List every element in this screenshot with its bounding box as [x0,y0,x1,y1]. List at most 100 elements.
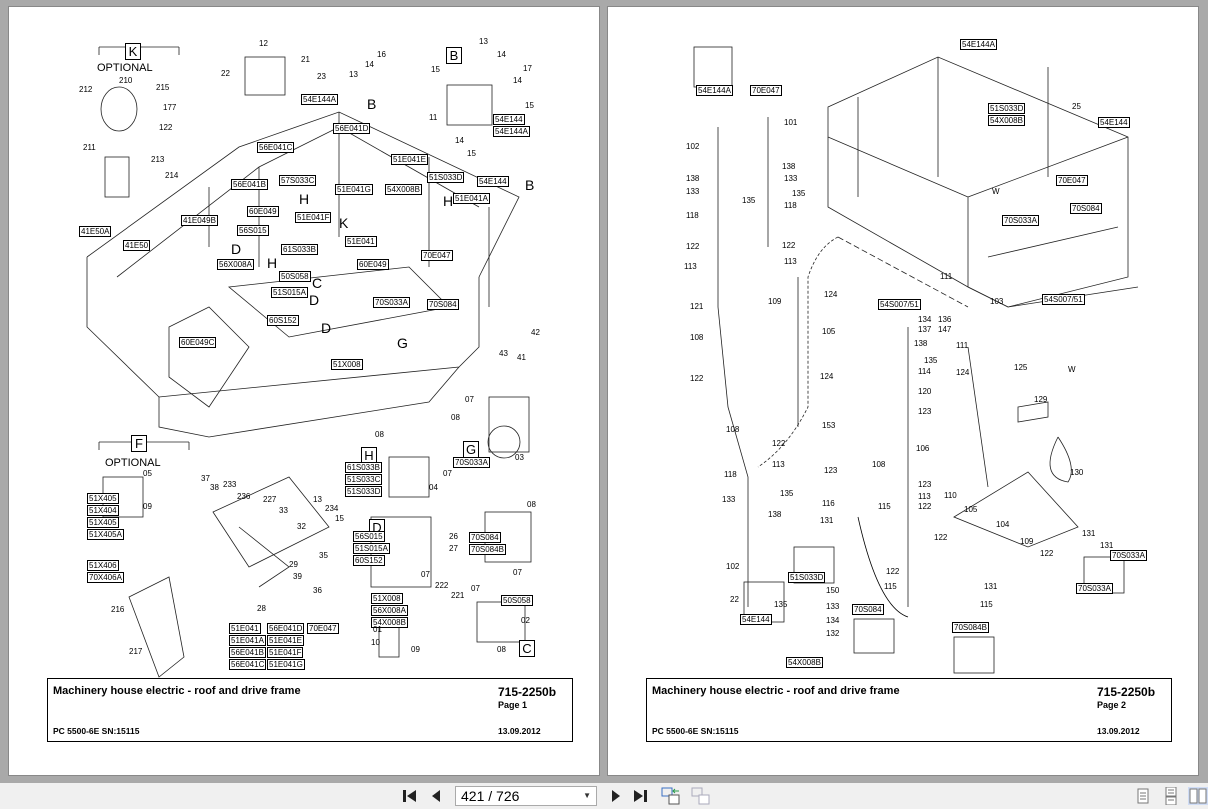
component-code-label: 70S084B [952,622,989,633]
component-code-label: 56E041D [267,623,305,634]
machine-model: PC 5500-6E SN:15115 [652,726,739,736]
component-code-label: 51E041G [267,659,305,670]
drawing-date: 13.09.2012 [498,726,541,736]
component-code-label: 60E049C [179,337,217,348]
part-number-callout: 43 [499,349,508,358]
component-code-label: 60S152 [267,315,299,326]
part-number-callout: 08 [497,645,506,654]
part-number-callout: 15 [467,149,476,158]
part-number-callout: 38 [210,483,219,492]
part-number-callout: 116 [822,499,835,508]
part-number-callout: 122 [690,374,704,383]
part-number-callout: 122 [772,439,786,448]
part-number-callout: 135 [792,189,806,198]
part-number-callout: 153 [822,421,836,430]
detail-callout-letter: B [367,96,377,112]
part-number-callout: 212 [79,85,93,94]
part-number-callout: 13 [479,37,488,46]
last-page-icon [634,790,647,802]
part-number-callout: 13 [349,70,358,79]
document-number: 715-2250b [1097,685,1156,699]
component-code-label: 70S084B [469,544,506,555]
part-number-callout: 118 [686,211,699,220]
continuous-view-button[interactable] [1162,787,1180,805]
part-number-callout: 131 [984,582,998,591]
part-number-callout: 01 [373,625,382,634]
component-code-label: 70E047 [307,623,339,634]
component-code-label: 54E144 [477,176,509,187]
component-code-label: 51S033C [345,474,383,485]
first-page-icon [403,790,416,802]
part-number-callout: 134 [918,315,932,324]
part-number-callout: 113 [772,460,785,469]
component-code-label: 56X008A [217,259,254,270]
part-number-callout: 133 [826,602,840,611]
component-code-label: 60E049 [357,259,389,270]
part-number-callout: 08 [375,430,384,439]
component-code-label: 70S084 [1070,203,1102,214]
part-number-callout: 102 [686,142,700,151]
component-code-label: 54X008B [371,617,408,628]
part-number-callout: 150 [826,586,840,595]
detail-callout-letter: B [525,177,535,193]
part-number-callout: 213 [151,155,165,164]
part-number-callout: 111 [940,272,953,281]
page-number-select[interactable]: 421 / 726 ▼ [455,786,597,806]
component-code-label: 51E041A [453,193,490,204]
part-number-callout: 113 [684,262,697,271]
next-view-button[interactable] [690,787,712,805]
component-code-label: 60E049 [247,206,279,217]
component-code-label: 56E041B [229,647,266,658]
next-page-button[interactable] [608,787,624,805]
part-number-callout: 120 [918,387,932,396]
optional-label-k: OPTIONAL [97,62,153,74]
part-number-callout: 110 [944,491,957,500]
two-page-view-button[interactable] [1188,787,1208,805]
part-number-callout: 215 [156,83,170,92]
page-number: Page 2 [1097,700,1127,710]
detail-callout-letter: D [231,241,242,257]
part-number-callout: 14 [455,136,464,145]
component-code-label: 54E144 [1098,117,1130,128]
component-code-label: 70S084 [469,532,501,543]
part-number-callout: 109 [1020,537,1034,546]
machine-model: PC 5500-6E SN:15115 [53,726,140,736]
part-number-callout: 133 [686,187,700,196]
title-block-page-1: Machinery house electric - roof and driv… [47,678,573,742]
part-number-callout: 233 [223,480,237,489]
part-number-callout: 129 [1034,395,1048,404]
part-number-callout: 07 [443,469,452,478]
part-number-callout: 33 [279,506,288,515]
detail-letter-box: G [463,441,479,458]
part-number-callout: 08 [451,413,460,422]
detail-letter-box: F [131,435,147,452]
detail-callout-letter: G [397,335,408,351]
part-number-callout: 111 [956,341,969,350]
part-number-callout: 135 [774,600,788,609]
pdf-navigation-toolbar: 421 / 726 ▼ [0,783,1208,809]
part-number-callout: 09 [411,645,420,654]
part-number-callout: 133 [722,495,736,504]
last-page-button[interactable] [630,787,650,805]
previous-page-button[interactable] [428,787,444,805]
component-code-label: 51E041F [295,212,332,223]
single-page-view-button[interactable] [1134,787,1152,805]
part-number-callout: 11 [429,113,438,122]
previous-view-button[interactable] [660,787,682,805]
detail-callout-letter: D [309,292,320,308]
part-number-callout: 42 [531,328,540,337]
first-page-button[interactable] [400,787,420,805]
component-code-label: 51S015A [353,543,390,554]
detail-callout-letter: H [443,193,454,209]
detail-letter-box: C [519,640,535,657]
part-number-callout: 214 [165,171,179,180]
part-number-callout: 136 [938,315,952,324]
component-code-label: 41E50A [79,226,112,237]
component-code-label: 51E041F [267,647,304,658]
component-code-label: 51X405A [87,529,124,540]
drawing-date: 13.09.2012 [1097,726,1140,736]
part-number-callout: 12 [259,39,268,48]
drawing-title: Machinery house electric - roof and driv… [53,685,301,697]
single-page-icon [1137,788,1149,804]
